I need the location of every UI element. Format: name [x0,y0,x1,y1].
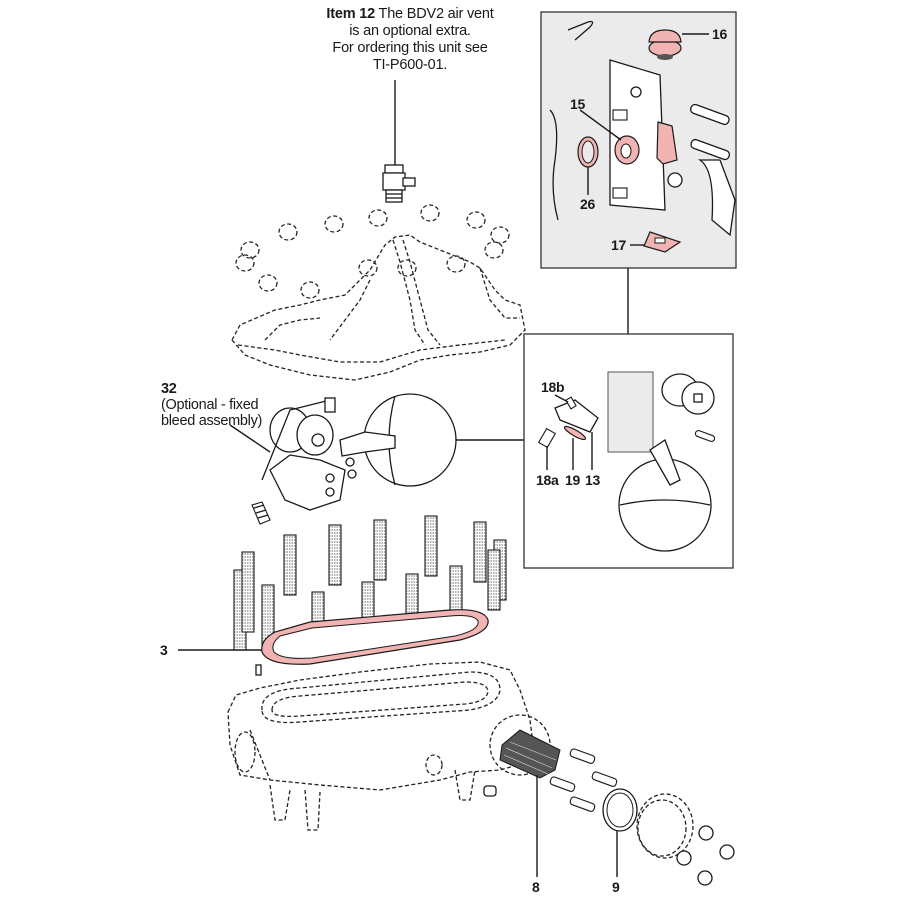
item-12-label: Item 12 [326,6,375,22]
callout-19: 19 [565,472,580,488]
inset-detail-float [523,333,734,569]
callout-9: 9 [612,879,620,895]
gasket-item-3 [178,609,489,665]
strainer-studs [549,748,618,812]
callout-32-desc-2: bleed assembly) [161,413,263,429]
note-line2: is an optional extra. [349,23,471,39]
note-line4: TI-P600-01. [372,57,448,73]
cover-dashed [231,234,526,381]
callout-18b: 18b [541,379,565,395]
cover-nuts [235,204,510,299]
end-cover-dashed [636,793,694,859]
stud [473,521,487,583]
callout-8: 8 [532,879,540,895]
stud [487,549,501,611]
strainer-item-8 [499,729,561,877]
note-line3: For ordering this unit see [332,40,488,56]
callout-15: 15 [570,96,585,112]
stud [424,515,438,577]
callout-26: 26 [580,196,595,212]
callout-13: 13 [585,472,600,488]
callout-18a: 18a [536,472,559,488]
callout-32-desc-1: (Optional - fixed [161,397,259,413]
stud [241,551,255,633]
callout-17: 17 [611,237,626,253]
stud [251,501,271,525]
callout-16: 16 [712,26,727,42]
air-vent-item-12 [382,80,416,203]
stud [283,534,297,596]
float-assembly-main [251,393,457,525]
note-line1: The BDV2 air vent [374,6,494,22]
stud [328,524,342,586]
callout-3: 3 [160,642,168,658]
end-cover-nuts [676,825,735,886]
gasket-item-9 [602,788,638,877]
callout-32: 32 (Optional - fixed bleed assembly) [161,381,262,429]
inset-detail-top [540,11,737,269]
air-vent-note: Item 12 The BDV2 air vent is an optional… [300,6,520,74]
callout-32-number: 32 [161,381,177,397]
stud [373,519,387,581]
